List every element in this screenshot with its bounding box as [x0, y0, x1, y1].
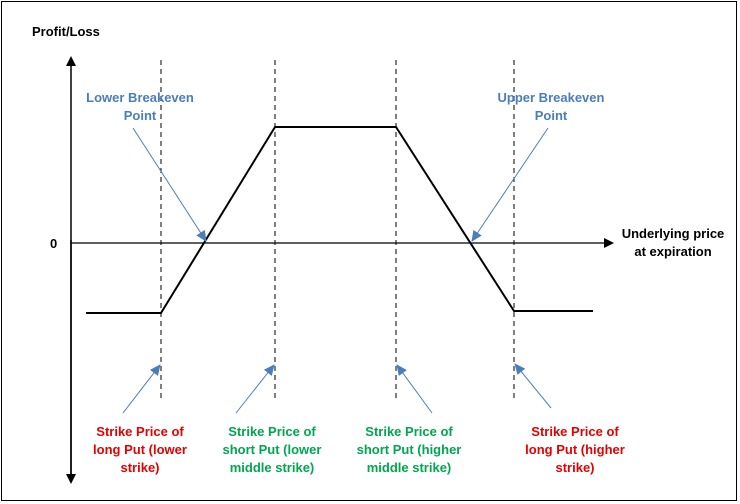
strike2-line3: middle strike): [229, 460, 315, 475]
upper-breakeven-label: Upper Breakeven Point: [489, 89, 613, 125]
upper-breakeven-line1: Upper Breakeven: [497, 90, 605, 105]
strike4-line1: Strike Price of: [531, 424, 619, 439]
strike1-line3: strike): [120, 460, 160, 475]
x-axis-label-line1: Underlying price: [621, 226, 725, 241]
strike3-line2: short Put (higher: [356, 442, 462, 457]
strike3-line1: Strike Price of: [365, 424, 453, 439]
lower-breakeven-line1: Lower Breakeven: [86, 90, 194, 105]
upper-breakeven-line2: Point: [534, 108, 568, 123]
strike4-arrow: [514, 363, 552, 409]
strike2-line1: Strike Price of: [228, 424, 316, 439]
strike1-line2: long Put (lower: [93, 442, 187, 457]
upper-breakeven-arrow: [471, 127, 549, 242]
strike4-label: Strike Price of long Put (higher strike): [512, 423, 638, 477]
strike1-label: Strike Price of long Put (lower strike): [80, 423, 200, 477]
strike2-arrow: [235, 364, 275, 414]
x-axis-label: Underlying price at expiration: [614, 225, 732, 261]
lower-breakeven-line2: Point: [123, 108, 157, 123]
strike4-line3: strike): [555, 460, 595, 475]
zero-label: 0: [50, 236, 58, 251]
x-axis-label-line2: at expiration: [634, 244, 712, 259]
y-axis-label: Profit/Loss: [32, 24, 100, 39]
lower-breakeven-arrow: [132, 127, 207, 242]
strike2-line2: short Put (lower: [222, 442, 322, 457]
strike2-label: Strike Price of short Put (lower middle …: [208, 423, 336, 477]
payoff-line: [86, 126, 593, 314]
strike3-line3: middle strike): [366, 460, 452, 475]
strike3-arrow: [396, 364, 433, 414]
strike1-line1: Strike Price of: [96, 424, 184, 439]
strike4-line2: long Put (higher: [525, 442, 625, 457]
strike3-label: Strike Price of short Put (higher middle…: [343, 423, 475, 477]
strike1-arrow: [122, 364, 161, 414]
lower-breakeven-label: Lower Breakeven Point: [78, 89, 202, 125]
